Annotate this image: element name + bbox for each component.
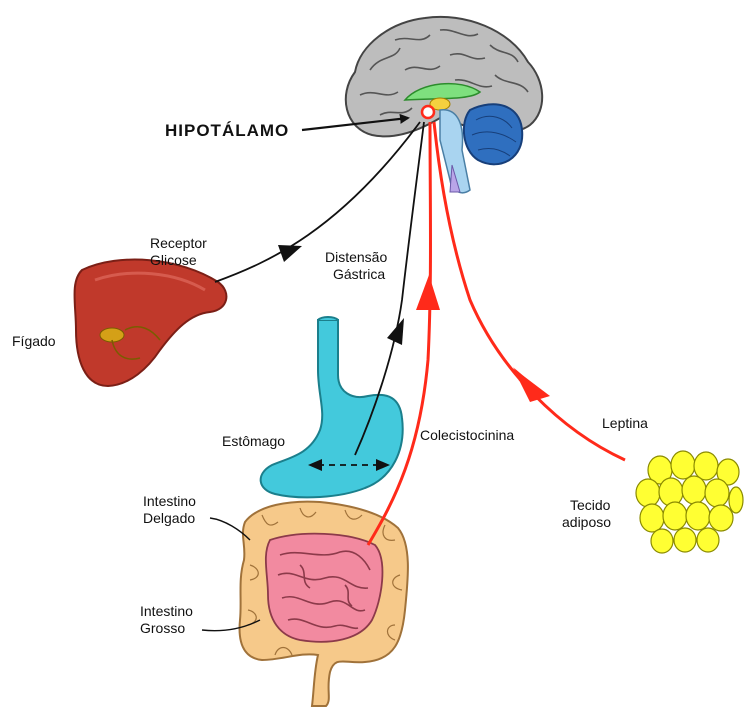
intestine-icon [240, 502, 408, 706]
hipotalamo-label: HIPOTÁLAMO [165, 121, 289, 140]
receptor-label-line1: Receptor [150, 235, 207, 251]
hypothalamus-marker [422, 106, 434, 118]
receptor-label-line2: Glicose [150, 252, 197, 268]
figado-label: Fígado [12, 333, 56, 349]
stomach-icon [261, 317, 403, 497]
colecistocinina-label: Colecistocinina [420, 427, 514, 443]
adipose-tissue-icon [636, 451, 743, 553]
liver-icon [75, 260, 227, 386]
grosso-label-line1: Intestino [140, 603, 193, 619]
receptor-arrowhead [278, 245, 302, 262]
distensao-arrowhead [387, 318, 404, 345]
leptina-arrowhead-fill [513, 368, 550, 402]
brain-icon [346, 17, 542, 193]
colecistocinina-arrowhead [416, 275, 440, 310]
hormone-signals [368, 122, 625, 545]
distensao-label-line1: Distensão [325, 249, 387, 265]
receptor-glicose-pathway [215, 122, 420, 282]
tecido-label-line1: Tecido [570, 497, 611, 513]
leptina-label: Leptina [602, 415, 648, 431]
estomago-label: Estômago [222, 433, 285, 449]
delgado-label-line2: Delgado [143, 510, 195, 526]
delgado-label-line1: Intestino [143, 493, 196, 509]
tecido-label-line2: adiposo [562, 514, 611, 530]
grosso-label-line2: Grosso [140, 620, 185, 636]
distensao-label-line2: Gástrica [333, 266, 385, 282]
